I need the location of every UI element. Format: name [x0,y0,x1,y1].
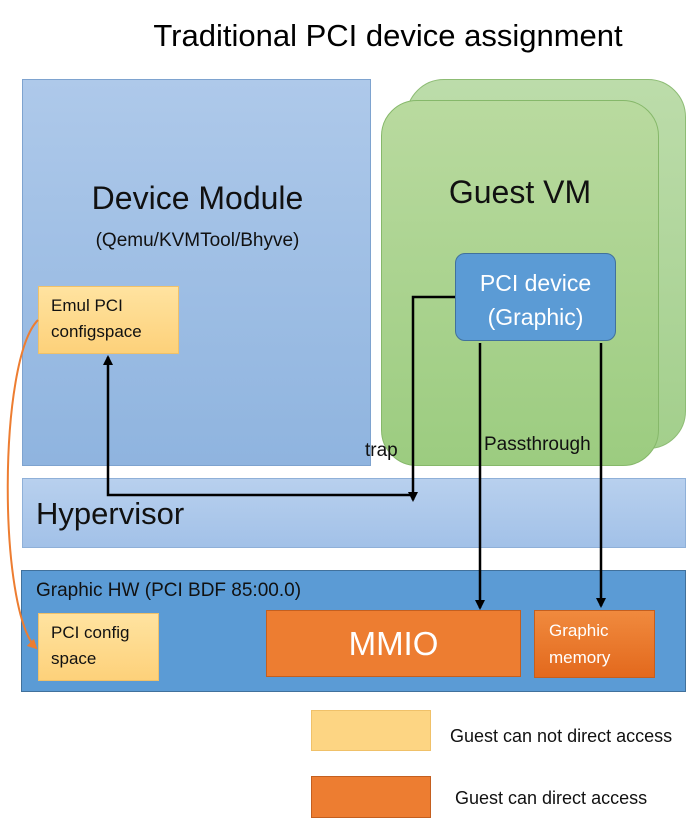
legend-no-direct-access-swatch [311,710,431,751]
legend-direct-access-swatch [311,776,431,818]
hypervisor-label: Hypervisor [36,496,185,531]
pci-config-space-box: PCI config space [38,613,159,681]
trap-label: trap [365,440,398,461]
guest-vm-title: Guest VM [448,174,592,210]
diagram-title: Traditional PCI device assignment [153,18,623,53]
emul-pci-label-line1: Emul PCI [51,296,123,315]
legend-direct-access-label: Guest can direct access [455,788,648,808]
graphic-memory-label-line1: Graphic [549,621,609,640]
passthrough-label: Passthrough [484,434,591,455]
pci-config-label-line1: PCI config [51,623,130,642]
pci-config-label-line2: space [51,649,97,668]
mmio-box: MMIO [266,610,521,677]
graphic-memory-label-line2: memory [549,648,611,667]
graphic-hw-label: Graphic HW (PCI BDF 85:00.0) [36,580,302,601]
pci-device-label-line1: PCI device [479,270,592,296]
device-module-subtitle: (Qemu/KVMTool/Bhyve) [95,230,300,251]
emul-pci-configspace-box: Emul PCI configspace [38,286,179,354]
pci-device-label-line2: (Graphic) [487,304,584,330]
legend-no-direct-access-label: Guest can not direct access [450,726,673,746]
emul-pci-label-line2: configspace [51,322,142,341]
device-module-title: Device Module [91,180,304,216]
pci-device-box: PCI device (Graphic) [455,253,616,341]
device-module-box: Device Module (Qemu/KVMTool/Bhyve) [22,79,371,466]
graphic-memory-box: Graphic memory [534,610,655,678]
